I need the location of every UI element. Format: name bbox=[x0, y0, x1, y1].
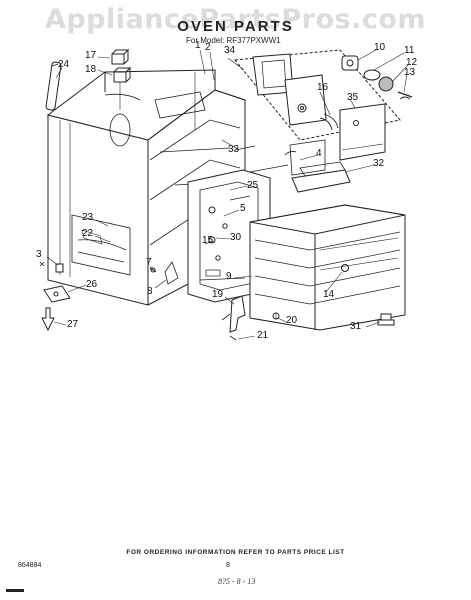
side-brackets bbox=[249, 139, 326, 176]
panel-part-35 bbox=[339, 103, 386, 161]
top-panel-32 bbox=[291, 161, 351, 193]
callout-23: 23 bbox=[82, 212, 94, 223]
callout-3: 3 bbox=[36, 249, 42, 260]
callout-33: 33 bbox=[228, 144, 240, 155]
callout-22: 22 bbox=[82, 228, 94, 239]
watermark-text: AppliancePartsPros.com bbox=[44, 4, 427, 35]
corner-mark bbox=[6, 589, 24, 592]
catalog-number: 864884 bbox=[18, 562, 42, 569]
callout-2: 2 bbox=[205, 42, 211, 53]
callout-11: 11 bbox=[404, 45, 415, 56]
ordering-note: FOR ORDERING INFORMATION REFER TO PARTS … bbox=[126, 549, 345, 556]
oven-liner bbox=[249, 204, 406, 331]
callout-9: 9 bbox=[226, 271, 232, 282]
hinge-part-24 bbox=[45, 61, 62, 111]
callout-19: 19 bbox=[212, 289, 224, 300]
light-socket-parts bbox=[341, 55, 413, 100]
page-number: 8 bbox=[226, 562, 230, 569]
callout-5: 5 bbox=[240, 203, 246, 214]
callout-18: 18 bbox=[85, 64, 97, 75]
callout-32: 32 bbox=[373, 158, 385, 169]
leader-lines bbox=[46, 49, 410, 340]
model-number: For Model: RF377PXWW1 bbox=[186, 36, 281, 45]
callout-1: 1 bbox=[195, 40, 201, 51]
callout-26: 26 bbox=[86, 279, 98, 290]
callout-30: 30 bbox=[230, 232, 242, 243]
callout-10: 10 bbox=[374, 42, 386, 53]
callout-13: 13 bbox=[404, 67, 416, 78]
callout-21: 21 bbox=[257, 330, 269, 341]
callout-35: 35 bbox=[347, 92, 359, 103]
callout-17: 17 bbox=[85, 50, 97, 61]
diagram-title: OVEN PARTS bbox=[177, 18, 294, 35]
callout-16: 16 bbox=[317, 82, 329, 93]
clip-blocks bbox=[111, 48, 132, 83]
callout-12: 12 bbox=[406, 57, 418, 68]
callout-24: 24 bbox=[58, 59, 70, 70]
element-assembly-box bbox=[234, 49, 401, 141]
callout-25: 25 bbox=[247, 180, 259, 191]
callout-31: 31 bbox=[350, 321, 362, 332]
callout-4: 4 bbox=[316, 148, 322, 159]
callout-15: 15 bbox=[202, 235, 214, 246]
callout-14: 14 bbox=[323, 289, 335, 300]
callout-20: 20 bbox=[286, 315, 298, 326]
callout-27: 27 bbox=[67, 319, 79, 330]
callout-8: 8 bbox=[147, 286, 153, 297]
callout-7: 7 bbox=[146, 257, 152, 268]
handwritten-note: 8?5 - 8 - 13 bbox=[218, 577, 256, 586]
cabinet-body bbox=[46, 69, 246, 306]
hardware-parts bbox=[39, 261, 395, 341]
callout-34: 34 bbox=[224, 45, 236, 56]
